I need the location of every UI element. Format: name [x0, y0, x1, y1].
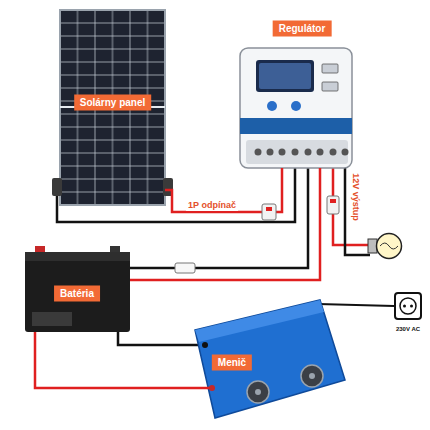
label-slot: Batéria	[54, 283, 100, 302]
charge-controller-drawing	[255, 149, 262, 156]
charge-controller-drawing	[240, 48, 352, 168]
charge-controller-drawing	[240, 48, 352, 168]
inverter-drawing	[202, 342, 208, 348]
charge-controller-drawing	[259, 63, 311, 89]
battery-fuse	[175, 263, 195, 273]
charge-controller-drawing	[342, 149, 349, 156]
battery-fuse	[175, 263, 195, 273]
solar-panel-drawing	[52, 178, 62, 196]
power-socket	[410, 305, 413, 308]
inverter-drawing	[195, 300, 324, 342]
inverter-drawing	[247, 381, 269, 403]
component-label: Regulátor	[273, 21, 332, 37]
battery-negative-wire	[130, 168, 308, 268]
label-slot: Solárny panel	[74, 92, 152, 111]
charge-controller-drawing	[330, 149, 337, 156]
light-bulb	[368, 234, 402, 259]
solar-panel-drawing	[52, 10, 173, 205]
battery-drawing	[25, 246, 130, 332]
charge-controller-drawing	[256, 60, 314, 92]
socket-wire	[318, 304, 394, 306]
inverter-drawing	[190, 387, 212, 390]
battery-positive-wire	[130, 168, 320, 280]
inverter-negative-wire	[118, 332, 205, 345]
battery-drawing	[35, 246, 45, 253]
pv-breaker	[262, 204, 276, 220]
power-socket	[395, 293, 421, 319]
pv-breaker	[262, 204, 276, 220]
charge-controller-drawing	[279, 149, 286, 156]
charge-controller-drawing	[322, 64, 338, 73]
label-slot: Regulátor	[273, 18, 332, 37]
light-bulb	[380, 243, 398, 249]
battery-drawing	[25, 252, 130, 332]
battery-drawing	[32, 312, 72, 326]
solar-panel: Solárny panel	[60, 10, 165, 205]
inverter-drawing	[309, 373, 315, 379]
light-bulb	[368, 239, 377, 253]
inverter-negative-wire	[118, 332, 205, 345]
load-breaker	[327, 196, 339, 214]
label-slot: 230V AC	[396, 317, 420, 335]
charge-controller-drawing	[305, 149, 312, 156]
label-slot: Menič	[212, 352, 252, 371]
component-label: Batéria	[54, 286, 100, 302]
pv-negative-wire	[57, 168, 295, 222]
inverter-drawing	[209, 385, 215, 391]
charge-controller-drawing	[246, 140, 348, 164]
pv-breaker	[266, 207, 272, 211]
battery-negative-wire	[130, 168, 308, 268]
power-socket	[395, 293, 421, 319]
component-label: Menič	[212, 355, 252, 371]
battery-drawing	[25, 252, 130, 261]
charge-controller-drawing	[317, 149, 324, 156]
charge-controller-drawing	[322, 82, 338, 91]
load-wires	[345, 168, 370, 255]
light-bulb	[377, 234, 402, 259]
pv-negative-wire	[57, 168, 295, 222]
charge-controller: Regulátor	[237, 14, 355, 168]
label-slot: 12V výstup	[349, 173, 367, 221]
inverter-drawing	[195, 300, 345, 418]
power-socket	[400, 298, 416, 314]
battery: Batéria	[25, 252, 130, 332]
load-breaker	[327, 196, 339, 214]
charge-controller-drawing	[267, 149, 274, 156]
inverter: Menič	[190, 300, 345, 420]
component-label: Solárny panel	[74, 95, 152, 111]
inverter-drawing	[255, 389, 261, 395]
socket-voltage-label: 230V AC	[396, 325, 420, 333]
charge-controller-drawing	[267, 101, 277, 111]
output-label: 12V výstup	[350, 173, 361, 221]
power-socket	[403, 305, 406, 308]
inverter-drawing	[301, 365, 323, 387]
load-breaker	[330, 199, 336, 203]
inverter-positive-wire	[35, 332, 190, 388]
charge-controller-drawing	[291, 101, 301, 111]
socket-wire	[318, 304, 394, 306]
inverter-drawing	[190, 300, 345, 418]
label-slot: 1P odpínač	[186, 194, 238, 212]
battery-drawing	[110, 246, 120, 253]
solar-panel-drawing	[60, 10, 165, 205]
charge-controller-drawing	[292, 149, 299, 156]
charge-controller-drawing	[240, 118, 352, 134]
breaker-label: 1P odpínač	[186, 200, 238, 211]
